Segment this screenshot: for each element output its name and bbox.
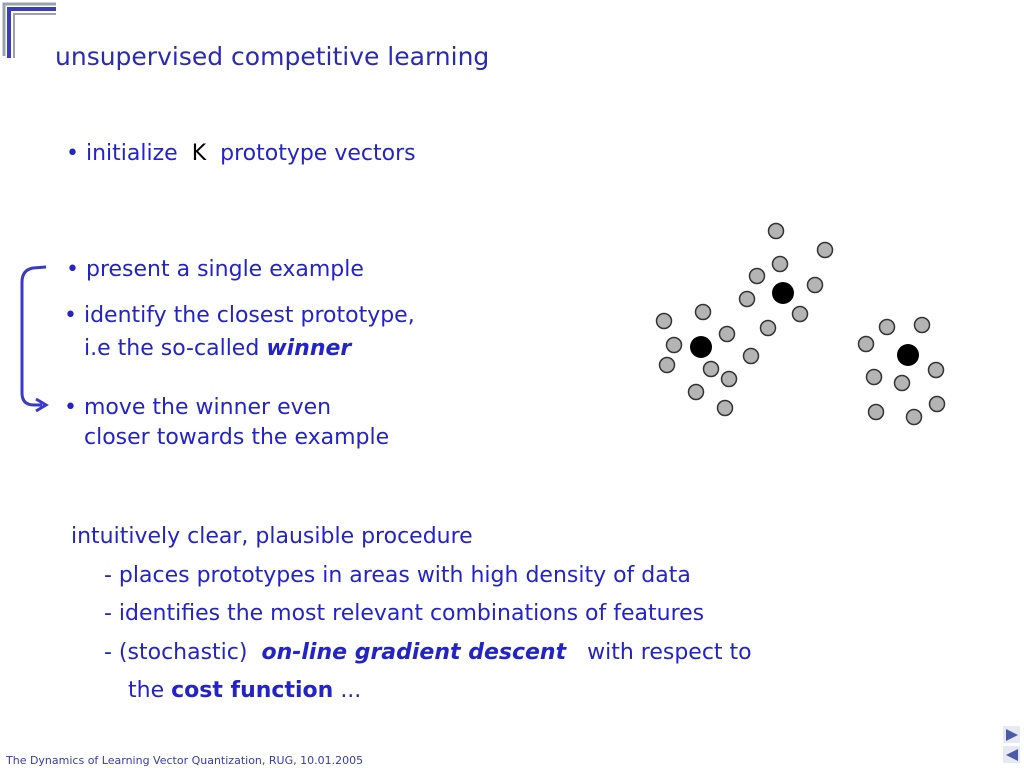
bullet: •: [66, 257, 79, 282]
data-point: [748, 267, 766, 285]
data-point: [655, 312, 673, 330]
step-present-text: present a single example: [85, 257, 364, 282]
k-symbol: K: [191, 141, 207, 166]
bullet: •: [64, 303, 77, 328]
corner-bracket-decoration: [2, 2, 56, 58]
bullet: •: [64, 395, 77, 420]
step-identify-line1: identify the closest prototype,: [83, 303, 415, 328]
data-point: [878, 318, 896, 336]
summary-heading: intuitively clear, plausible procedure: [71, 524, 473, 549]
prototype-point: [772, 282, 794, 304]
step-identify-line2: i.e the so-called winner: [84, 336, 351, 361]
step-move-line2: closer towards the example: [84, 425, 390, 450]
data-point: [791, 305, 809, 323]
data-point: [857, 335, 875, 353]
summary-item-gradient-pre: - (stochastic): [104, 640, 248, 665]
winner-emphasis: winner: [266, 336, 352, 361]
data-point: [718, 325, 736, 343]
data-point: [771, 255, 789, 273]
summary-item-density: - places prototypes in areas with high d…: [104, 563, 691, 588]
data-point: [738, 290, 756, 308]
loop-arrow-icon: [20, 265, 49, 413]
footer-text: The Dynamics of Learning Vector Quantiza…: [6, 754, 364, 767]
step-initialize-text-2: prototype vectors: [220, 141, 416, 166]
data-point: [658, 356, 676, 374]
data-point: [927, 361, 945, 379]
data-point: [665, 336, 683, 354]
data-point: [865, 368, 883, 386]
data-point: [742, 347, 760, 365]
step-move-line1: move the winner even: [83, 395, 332, 420]
step-initialize-text: initialize: [85, 141, 178, 166]
bullet: •: [66, 141, 79, 166]
data-point: [867, 403, 885, 421]
data-point: [806, 276, 824, 294]
data-point: [767, 222, 785, 240]
data-point: [702, 360, 720, 378]
step-identify: • identify the closest prototype,: [64, 303, 415, 328]
data-point: [905, 408, 923, 426]
triangle-right-icon: [1006, 729, 1018, 741]
summary-item-gradient-post: with respect to: [587, 640, 752, 665]
summary-item-gradient: - (stochastic) on-line gradient descent …: [104, 640, 752, 665]
data-point: [759, 319, 777, 337]
data-point: [720, 370, 738, 388]
prototype-point: [690, 336, 712, 358]
step-present: • present a single example: [66, 257, 364, 282]
data-point: [694, 303, 712, 321]
step-move: • move the winner even: [64, 395, 331, 420]
summary-item-features: - identifies the most relevant combinati…: [104, 601, 705, 626]
summary-item-cost-pre: the: [128, 678, 165, 703]
step-identify-line2-text: i.e the so-called: [84, 336, 260, 361]
step-initialize: • initialize K prototype vectors: [66, 141, 416, 166]
online-gradient-descent-emphasis: on-line gradient descent: [261, 640, 567, 665]
prototype-point: [897, 344, 919, 366]
data-point: [913, 316, 931, 334]
data-point: [687, 383, 705, 401]
data-point: [928, 395, 946, 413]
summary-item-cost: the cost function ...: [128, 678, 361, 703]
data-point: [893, 374, 911, 392]
summary-item-cost-post: ...: [340, 678, 362, 703]
cost-function-emphasis: cost function: [171, 678, 334, 703]
data-point: [816, 241, 834, 259]
slide-title: unsupervised competitive learning: [55, 42, 490, 71]
triangle-left-icon: [1006, 749, 1018, 761]
data-point: [716, 399, 734, 417]
